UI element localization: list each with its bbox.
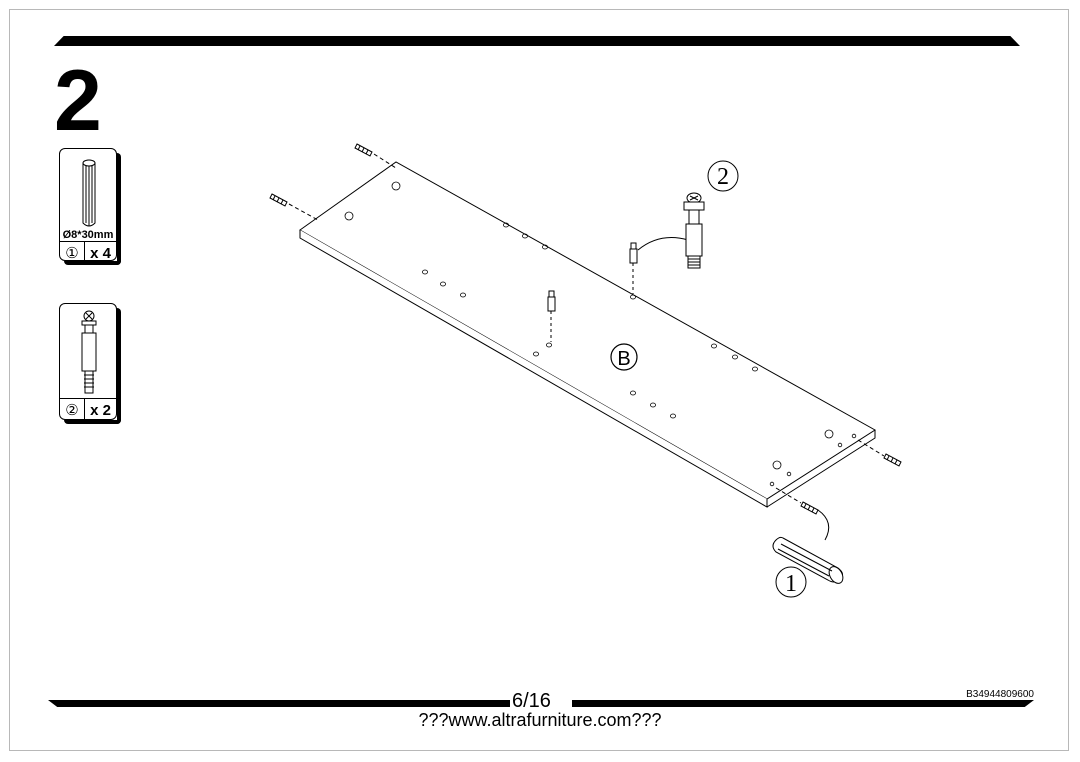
panel-label: B [617,348,630,370]
dowel-left [269,193,319,221]
cam-bolt-detail [683,192,705,269]
part-quantity: x 2 [90,401,111,419]
page-number: 6/16 [512,690,551,712]
callout-label-2: 2 [717,164,729,190]
dowel-bottom [775,487,830,541]
cam-bolt-center [547,290,556,342]
product-code: B34944809600 [966,689,1034,700]
header-bar [54,36,1020,46]
dowel-right [857,439,902,467]
callout-circle-2 [707,160,739,192]
part-count-row: ② x 2 [60,398,116,421]
wooden-dowel-icon [82,159,96,227]
part-spec: Ø8*30mm [62,229,114,241]
page-frame [9,9,1069,751]
cam-bolt-icon [81,310,97,394]
part-quantity: x 4 [90,244,111,262]
callout-label-1: 1 [785,571,797,597]
callout-circle-1 [775,566,807,598]
dowel-detail [772,536,844,584]
footer-bar-right [572,700,1034,707]
website-url: ???www.altrafurniture.com??? [418,710,662,730]
cam-bolt-upper [629,237,689,294]
step-number: 2 [54,53,102,149]
part-box-dowel: Ø8*30mm ① x 4 [59,148,121,265]
panel-label-circle [610,343,638,371]
part-number: ① [60,242,85,264]
footer-bar-left [48,700,510,707]
part-count-row: ① x 4 [60,241,116,264]
dowel-top-left [354,143,397,169]
part-box-cam-bolt: ② x 2 [59,303,121,424]
part-number: ② [60,399,85,421]
panel-b [299,161,876,508]
